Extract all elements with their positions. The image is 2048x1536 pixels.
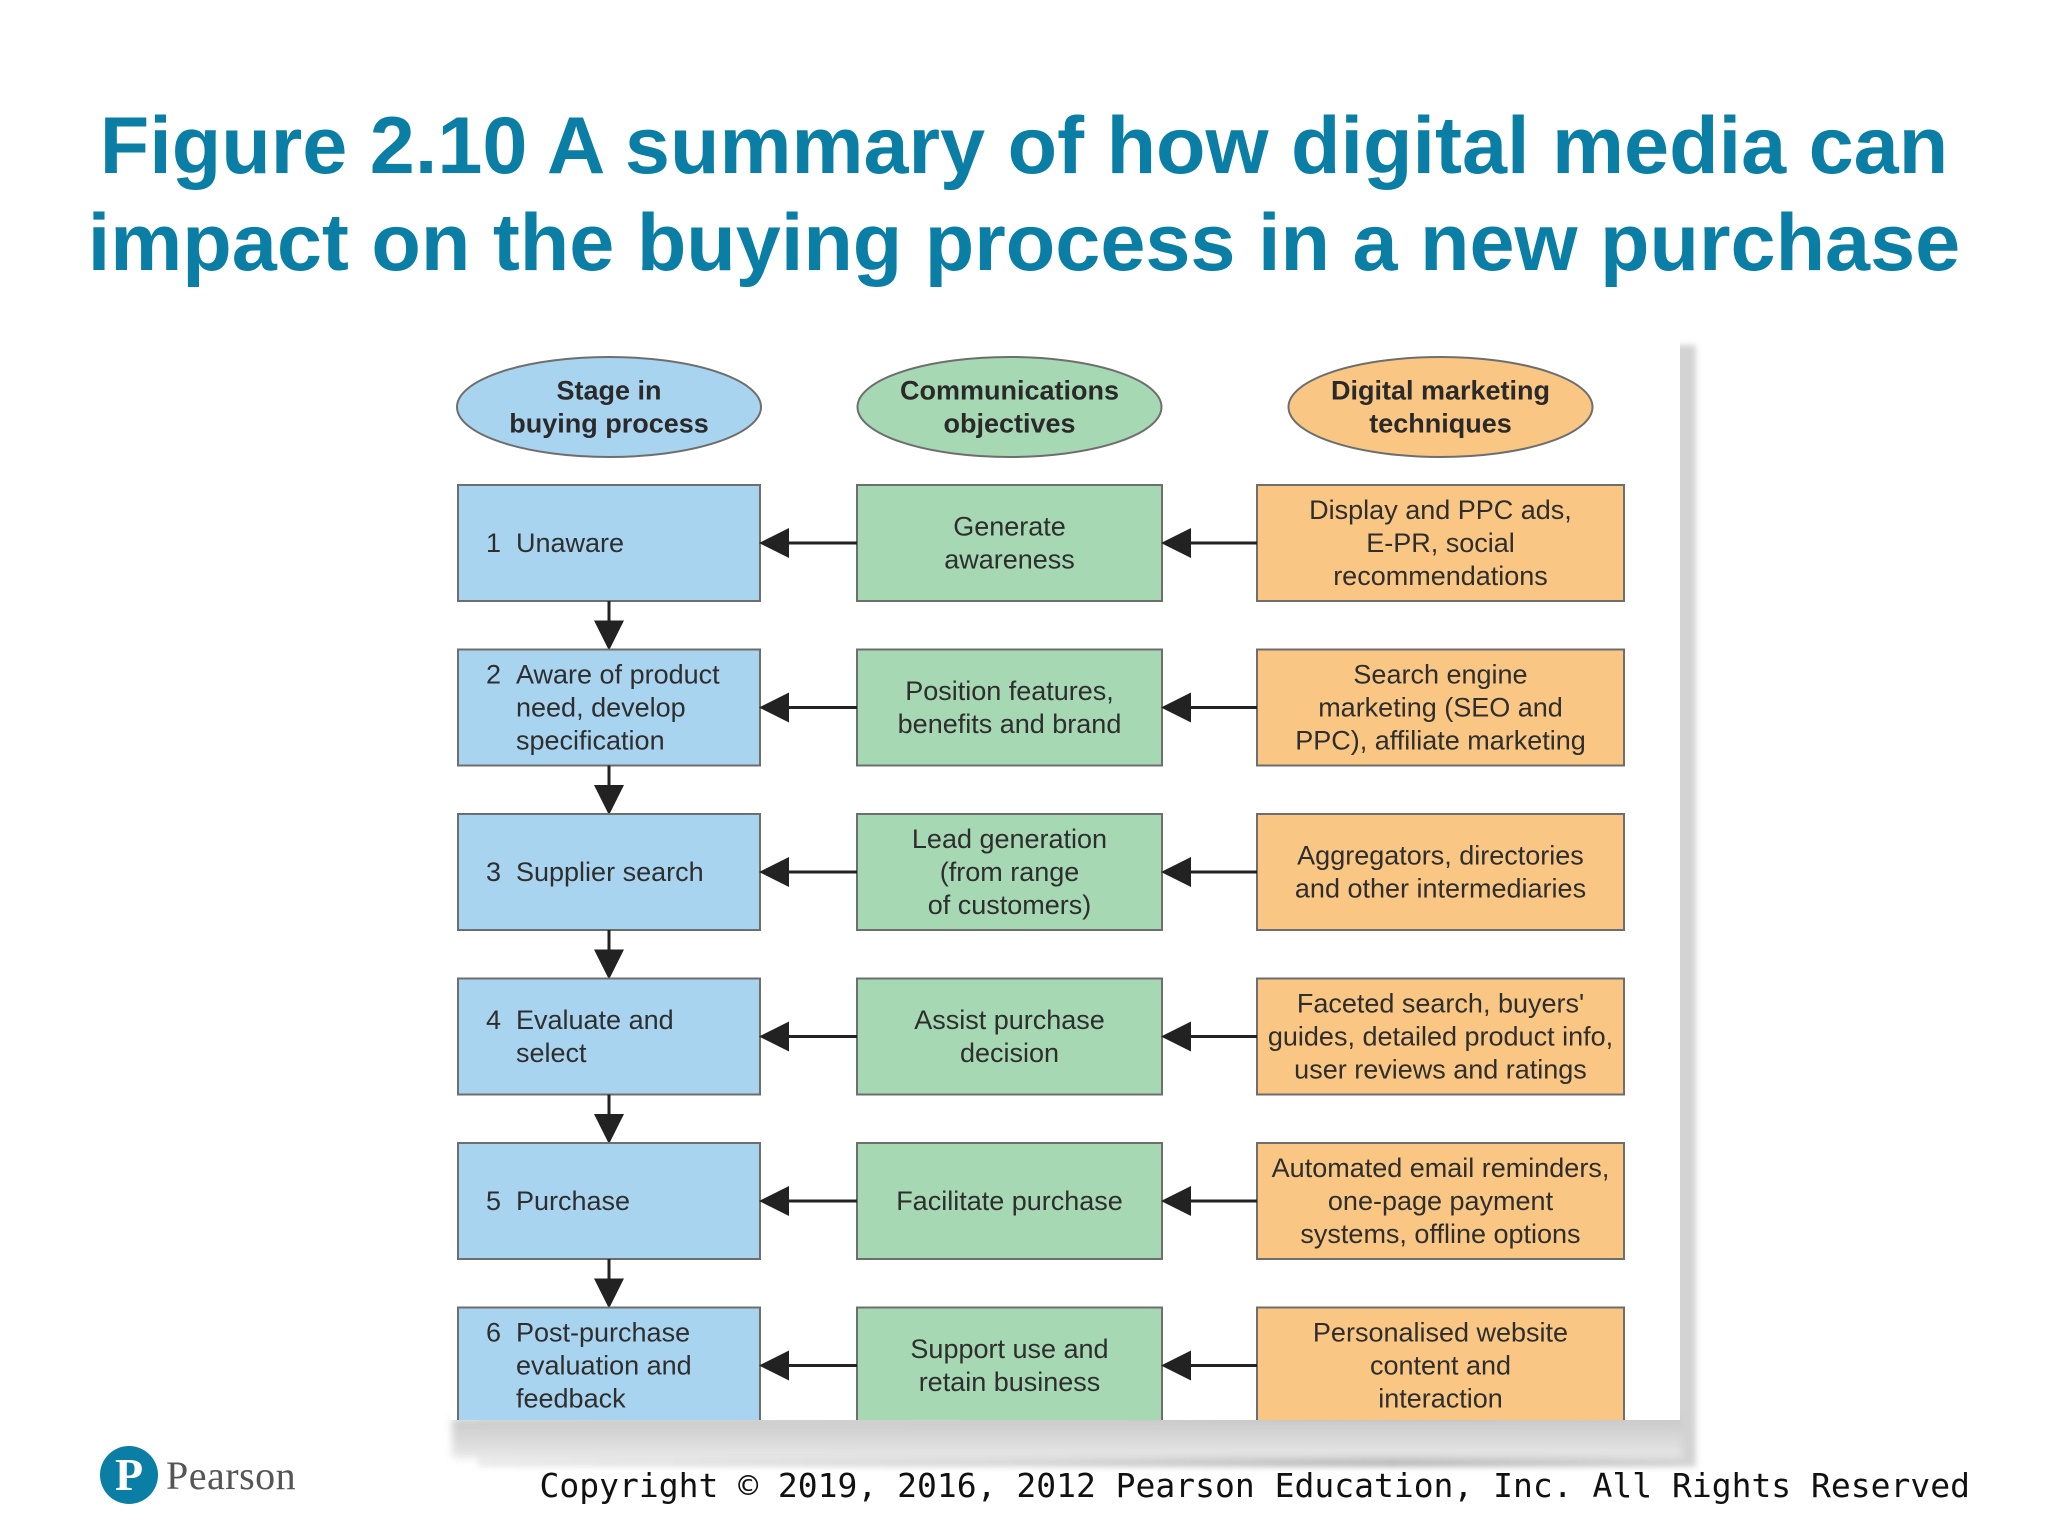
objective-label-2-line-2: benefits and brand — [898, 709, 1122, 739]
technique-box-4 — [1256, 977, 1625, 1096]
pearson-logo: P Pearson — [100, 1440, 296, 1510]
objective-label-6-line-1: Support use and — [910, 1334, 1108, 1364]
header-label-1-line-1: Stage in — [556, 376, 661, 406]
technique-label-5-line-3: systems, offline options — [1300, 1219, 1580, 1249]
technique-label-5-line-2: one-page payment — [1328, 1186, 1554, 1216]
stage-label-6-line-1: Post-purchase — [516, 1318, 690, 1348]
stage-label-5-line-1: Purchase — [516, 1186, 630, 1216]
objective-label-1-line-1: Generate — [953, 512, 1066, 542]
slide-title-line-1: Figure 2.10 A summary of how digital med… — [99, 101, 1949, 191]
stage-label-6-line-2: evaluation and — [516, 1351, 692, 1381]
objective-label-4-line-1: Assist purchase — [914, 1005, 1105, 1035]
objective-label-3-line-3: of customers) — [928, 890, 1092, 920]
header-label-3-line-1: Digital marketing — [1331, 376, 1550, 406]
slide-title-line-2: impact on the buying process in a new pu… — [87, 198, 1961, 288]
slide-title: Figure 2.10 A summary of how digital med… — [0, 98, 2048, 292]
objective-label-1-line-2: awareness — [944, 545, 1075, 575]
objective-box-6 — [856, 1306, 1163, 1420]
technique-box-3 — [1256, 813, 1625, 931]
figure-shadow-bottom — [452, 1418, 1682, 1458]
header-ellipse-3 — [1287, 356, 1594, 458]
stage-number-6: 6 — [486, 1318, 501, 1348]
technique-label-6-line-1: Personalised website — [1313, 1318, 1568, 1348]
objective-box-5 — [856, 1142, 1163, 1260]
stage-label-3-line-1: Supplier search — [516, 857, 704, 887]
technique-label-2-line-3: PPC), affiliate marketing — [1295, 726, 1586, 756]
stage-label-4-line-1: Evaluate and — [516, 1005, 674, 1035]
copyright-notice: Copyright © 2019, 2016, 2012 Pearson Edu… — [539, 1466, 1970, 1505]
technique-label-1-line-2: E-PR, social — [1366, 528, 1515, 558]
technique-label-5-line-1: Automated email reminders, — [1272, 1153, 1610, 1183]
stage-number-2: 2 — [486, 660, 501, 690]
objective-label-3-line-1: Lead generation — [912, 824, 1107, 854]
stage-label-2-line-3: specification — [516, 726, 665, 756]
technique-label-2-line-2: marketing (SEO and — [1318, 693, 1563, 723]
header-label-2-line-1: Communications — [900, 376, 1119, 406]
technique-label-4-line-3: user reviews and ratings — [1294, 1055, 1587, 1085]
objective-box-4 — [856, 977, 1163, 1096]
stage-box-5 — [457, 1142, 761, 1260]
technique-label-3-line-2: and other intermediaries — [1295, 874, 1586, 904]
header-ellipse-2 — [856, 356, 1163, 458]
stage-label-1-line-1: Unaware — [516, 528, 624, 558]
technique-label-4-line-1: Faceted search, buyers' — [1297, 989, 1584, 1019]
technique-label-6-line-3: interaction — [1378, 1384, 1503, 1414]
technique-label-6-line-2: content and — [1370, 1351, 1511, 1381]
objective-label-5-line-1: Facilitate purchase — [896, 1186, 1123, 1216]
objective-box-2 — [856, 648, 1163, 767]
technique-label-4-line-2: guides, detailed product info, — [1268, 1022, 1613, 1052]
stage-number-3: 3 — [486, 857, 501, 887]
objective-label-6-line-2: retain business — [919, 1367, 1101, 1397]
stage-box-4 — [457, 977, 761, 1096]
objective-box-3 — [856, 813, 1163, 931]
objective-label-4-line-2: decision — [960, 1038, 1059, 1068]
objective-box-1 — [856, 484, 1163, 602]
header-label-2-line-2: objectives — [943, 409, 1075, 439]
technique-box-2 — [1256, 648, 1625, 767]
technique-label-1-line-1: Display and PPC ads, — [1309, 495, 1572, 525]
technique-label-1-line-3: recommendations — [1333, 561, 1548, 591]
header-label-1-line-2: buying process — [509, 409, 709, 439]
stage-label-6-line-3: feedback — [516, 1384, 626, 1414]
stage-number-5: 5 — [486, 1186, 501, 1216]
stage-number-1: 1 — [486, 528, 501, 558]
stage-box-1 — [457, 484, 761, 602]
technique-label-2-line-1: Search engine — [1353, 660, 1527, 690]
technique-box-5 — [1256, 1142, 1625, 1260]
technique-box-1 — [1256, 484, 1625, 602]
header-ellipse-1 — [456, 356, 762, 458]
objective-label-2-line-1: Position features, — [905, 676, 1114, 706]
stage-label-2-line-1: Aware of product — [516, 660, 720, 690]
pearson-logo-text: Pearson — [166, 1452, 297, 1498]
stage-label-4-line-2: select — [516, 1038, 587, 1068]
stage-label-2-line-2: need, develop — [516, 693, 686, 723]
pearson-logo-letter: P — [114, 1449, 144, 1500]
objective-label-3-line-2: (from range — [940, 857, 1080, 887]
pearson-logo-icon: P — [100, 1446, 158, 1504]
technique-label-3-line-1: Aggregators, directories — [1297, 841, 1584, 871]
stage-number-4: 4 — [486, 1005, 501, 1035]
header-label-3-line-2: techniques — [1369, 409, 1512, 439]
